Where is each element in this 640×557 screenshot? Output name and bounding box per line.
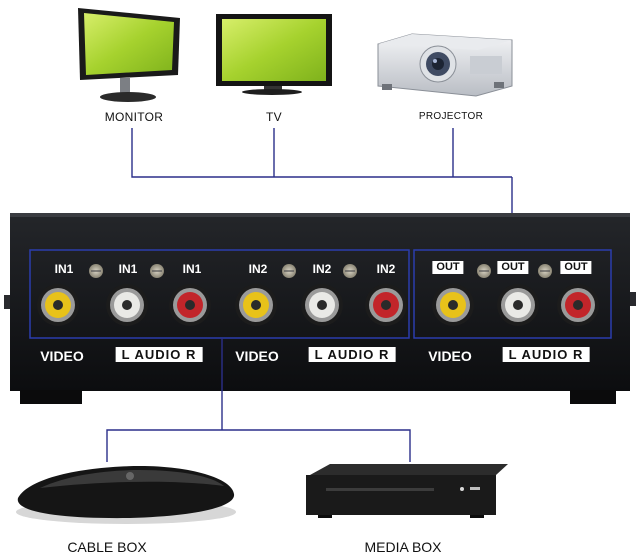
screws <box>89 264 552 278</box>
in1-audio-left-jack[interactable] <box>106 284 148 326</box>
tv-icon <box>216 14 332 95</box>
out-audio-left-label: OUT <box>497 261 529 274</box>
in2-audio-right-jack[interactable] <box>365 284 407 326</box>
out-video-label: OUT <box>432 261 464 274</box>
in1-audio-right-label: IN1 <box>182 262 202 276</box>
in1-audio-right-jack[interactable] <box>169 284 211 326</box>
media-box-icon <box>306 464 508 518</box>
monitor-label: MONITOR <box>104 110 164 124</box>
input-group-outline <box>29 249 410 339</box>
monitor-icon <box>78 8 180 102</box>
in2-audio-left-label: IN2 <box>312 262 332 276</box>
projector-label: PROJECTOR <box>418 111 484 122</box>
screw-icon <box>282 264 296 278</box>
projector-icon <box>377 33 513 97</box>
in2-video-label: IN2 <box>248 262 268 276</box>
in2-video-jack[interactable] <box>235 284 277 326</box>
in2-audio-group-label: L AUDIO R <box>308 347 396 362</box>
out-audio-group-label: L AUDIO R <box>502 347 590 362</box>
out-video-group-label: VIDEO <box>428 348 472 364</box>
tv-label: TV <box>266 110 282 124</box>
out-audio-right-jack[interactable] <box>557 284 599 326</box>
cable-box-icon <box>16 466 236 524</box>
out-video-jack[interactable] <box>432 284 474 326</box>
in1-audio-group-label: L AUDIO R <box>115 347 203 362</box>
in1-audio-left-label: IN1 <box>118 262 138 276</box>
screw-icon <box>343 264 357 278</box>
screw-icon <box>477 264 491 278</box>
input-connection-lines <box>106 338 411 462</box>
in2-video-group-label: VIDEO <box>235 348 279 364</box>
in2-audio-right-label: IN2 <box>376 262 396 276</box>
rca-jacks <box>37 284 599 326</box>
in1-video-group-label: VIDEO <box>40 348 84 364</box>
out-audio-right-label: OUT <box>560 261 592 274</box>
in2-audio-left-jack[interactable] <box>301 284 343 326</box>
output-group-outline <box>413 249 612 339</box>
screw-icon <box>150 264 164 278</box>
in1-video-label: IN1 <box>54 262 74 276</box>
media-box-label: MEDIA BOX <box>364 539 442 555</box>
in1-video-jack[interactable] <box>37 284 79 326</box>
cable-box-label: CABLE BOX <box>67 539 147 555</box>
screw-icon <box>89 264 103 278</box>
out-audio-left-jack[interactable] <box>497 284 539 326</box>
screw-icon <box>538 264 552 278</box>
